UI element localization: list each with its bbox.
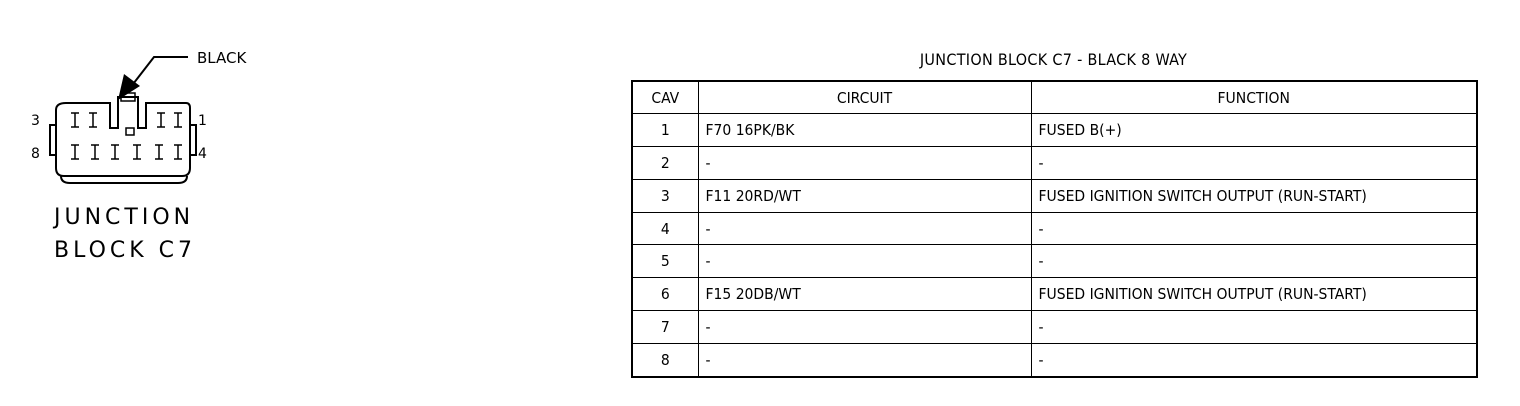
function-cell: - [1030,244,1478,279]
function-cell: - [1030,211,1478,246]
function-cell: - [1030,145,1478,180]
connector-housing [49,92,197,184]
circuit-cell: F70 16PK/BK [697,113,1032,147]
cav-cell: 7 [631,310,699,345]
header-function: FUNCTION [1030,80,1478,114]
circuit-cell: - [697,310,1032,345]
cav-cell: 2 [631,145,699,180]
cav-cell: 3 [631,178,699,213]
pin-label-bottom-right: 4 [198,146,207,162]
pin-label-bottom-left: 8 [31,146,40,162]
table-title: JUNCTION BLOCK C7 - BLACK 8 WAY [919,50,1188,69]
function-cell: - [1030,343,1478,378]
color-callout-label: BLACK [197,49,247,67]
cavity-row-top [71,112,182,128]
function-cell: - [1030,310,1478,345]
circuit-cell: - [697,244,1032,279]
cavity-row-bottom [71,144,182,160]
cav-cell: 5 [631,244,699,279]
cav-cell: 8 [631,343,699,378]
cav-cell: 1 [631,113,699,147]
table-row: 8-- [631,343,1478,378]
circuit-cell: - [697,211,1032,246]
table-row: 2-- [631,145,1478,180]
terminal-cavities [71,112,182,160]
connector-name-line1: JUNCTION [52,205,194,230]
function-cell: FUSED IGNITION SWITCH OUTPUT (RUN-START) [1030,178,1478,213]
connector-diagram: BLACK 3 8 1 4 JUNCTION BLOCK C [31,49,247,263]
cav-cell: 6 [631,277,699,312]
table-row: 7-- [631,310,1478,345]
circuit-cell: F15 20DB/WT [697,277,1032,312]
table-header-row: CAV CIRCUIT FUNCTION [631,80,1478,114]
function-cell: FUSED B(+) [1030,113,1478,147]
header-circuit: CIRCUIT [697,80,1032,114]
pin-label-top-left: 3 [31,113,40,129]
table-row: 5-- [631,244,1478,279]
table-row: 4-- [631,211,1478,246]
callout-leader [129,56,188,89]
function-cell: FUSED IGNITION SWITCH OUTPUT (RUN-START) [1030,277,1478,312]
header-cav: CAV [631,80,699,114]
cav-cell: 4 [631,211,699,246]
pin-label-top-right: 1 [198,113,207,129]
circuit-cell: - [697,145,1032,180]
connector-name-line2: BLOCK C7 [54,238,196,263]
circuit-cell: - [697,343,1032,378]
circuit-cell: F11 20RD/WT [697,178,1032,213]
